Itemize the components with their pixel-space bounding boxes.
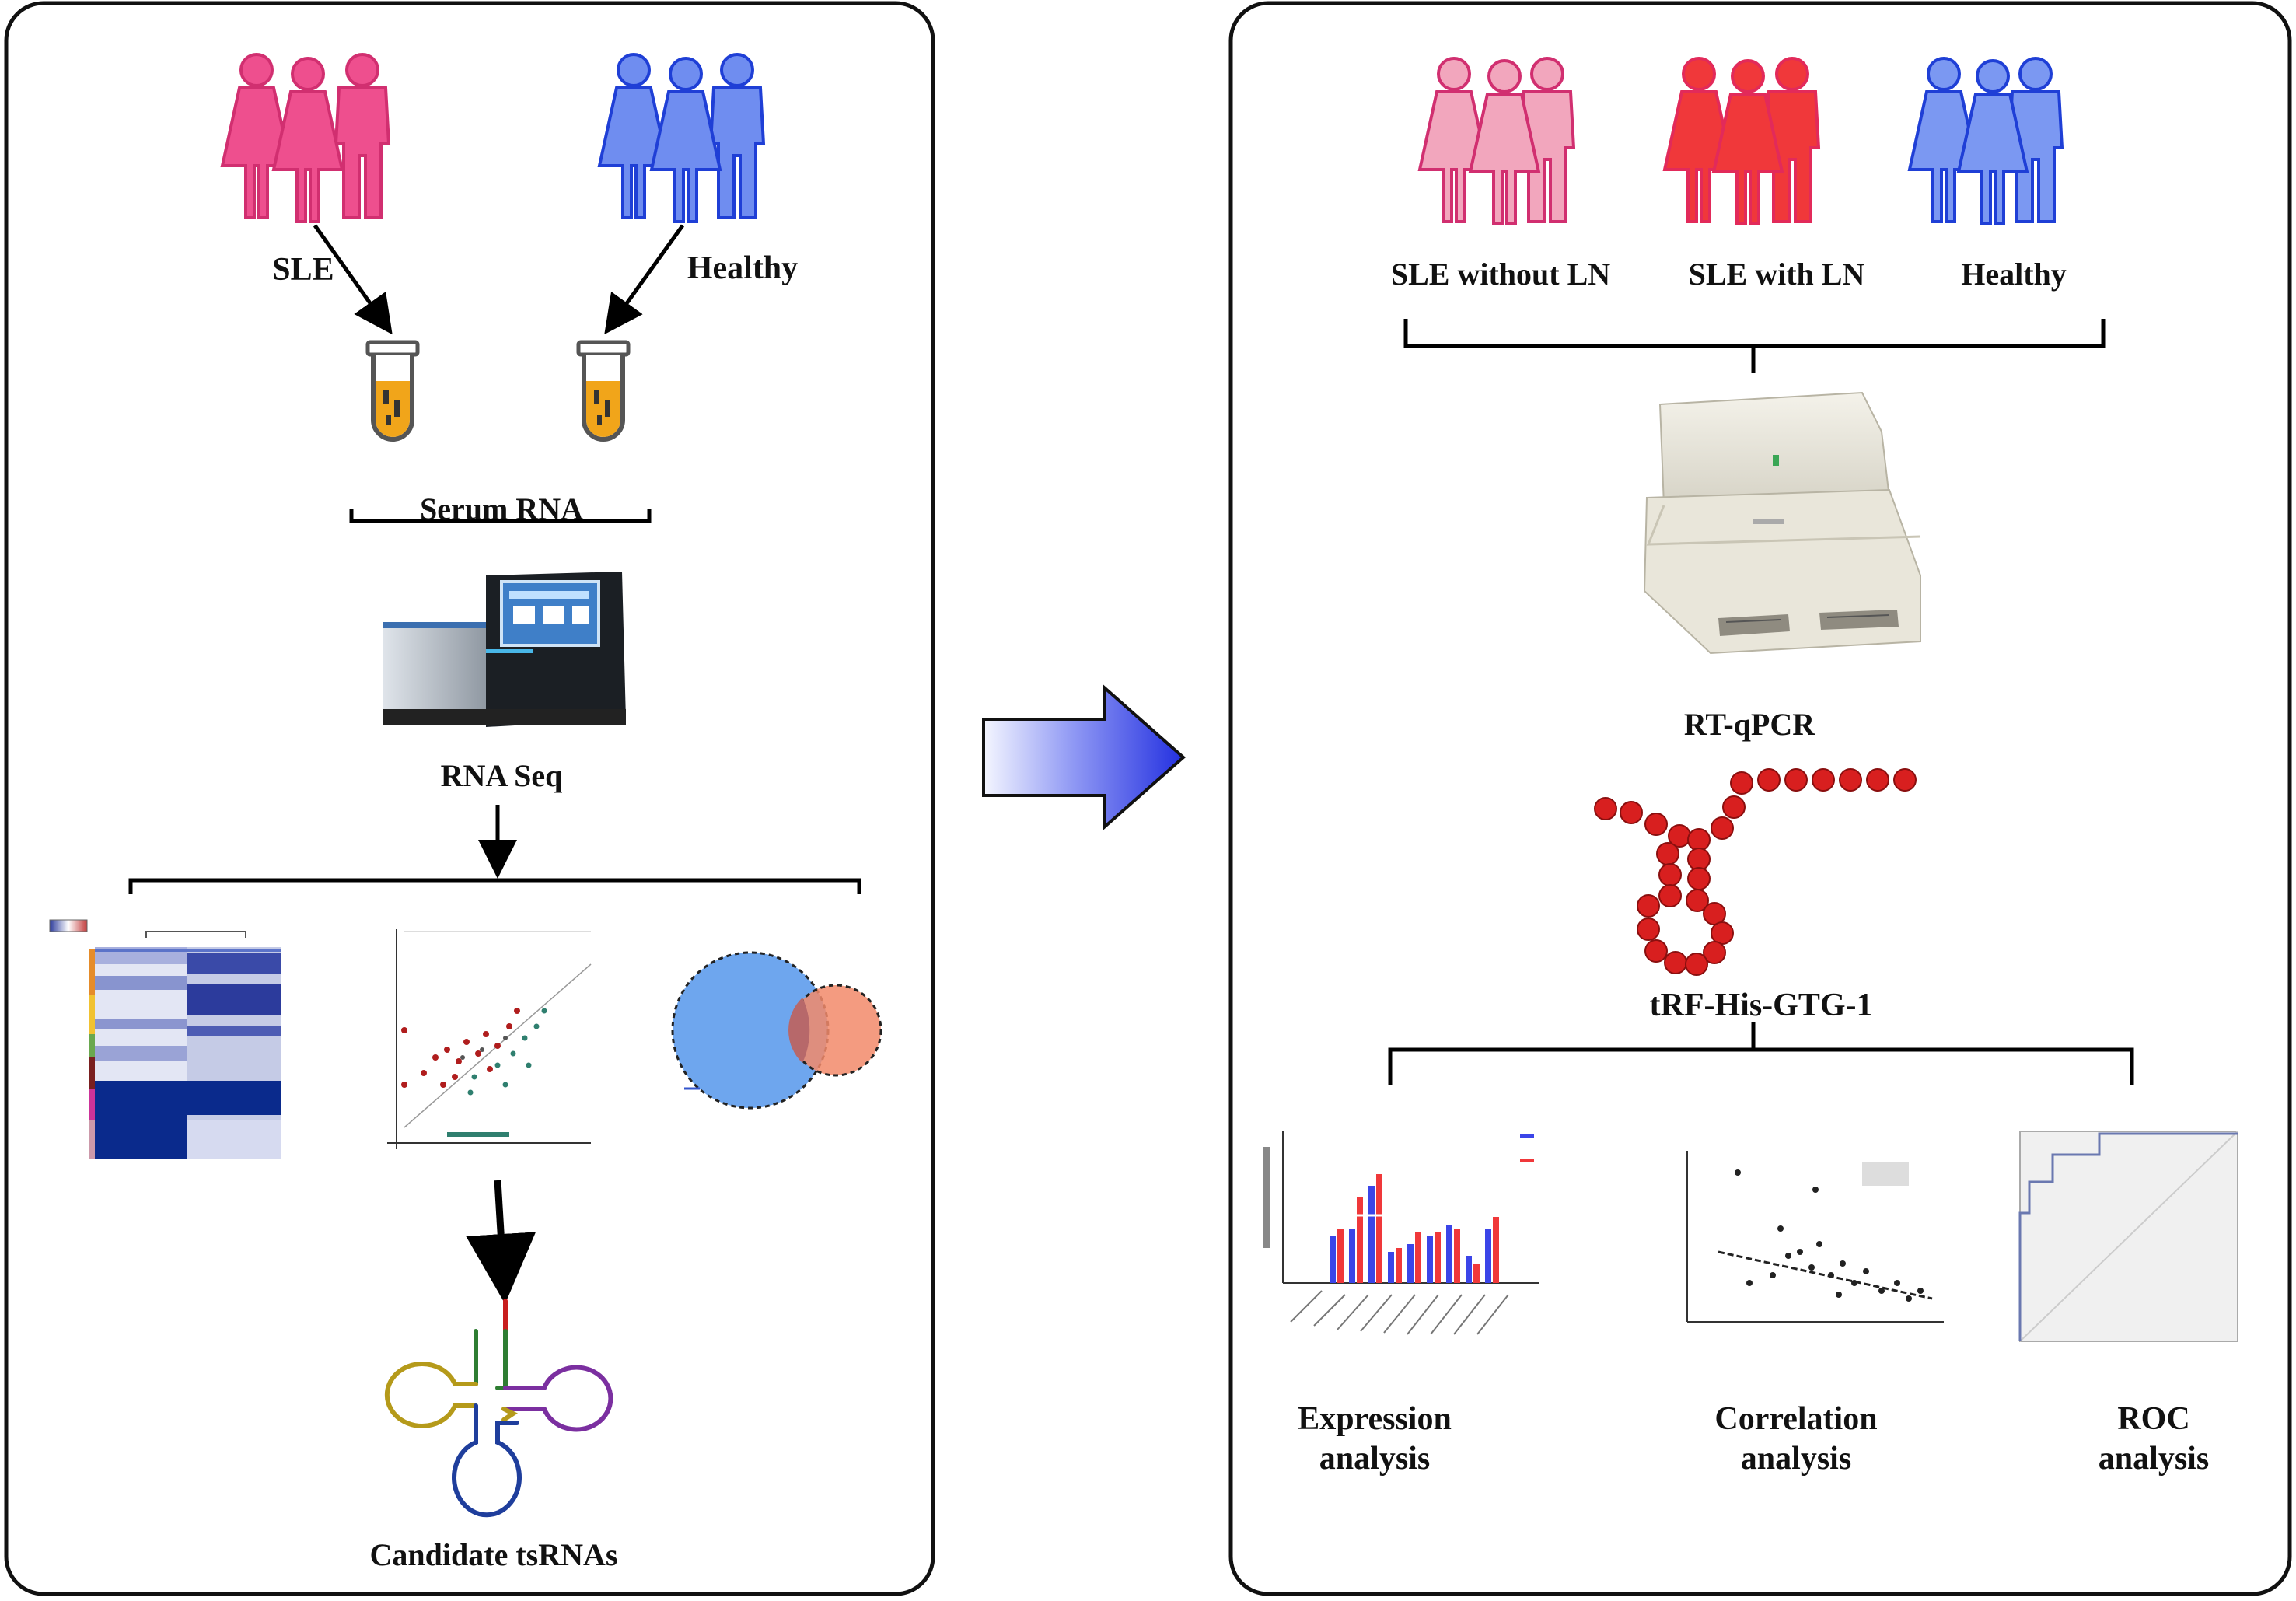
sle-without-ln-people-icon [1418,57,1575,225]
transition-arrow-icon [982,683,1186,831]
rt-qpcr-label: RT-qPCR [1683,707,1815,742]
test-tube-icon [368,342,418,439]
left-panel [4,1,935,1596]
right-panel [1228,1,2292,1596]
expression-label-line1: Expression [1298,1401,1452,1437]
serum-rna-bracket [349,509,652,523]
sequencer-machine-icon [383,572,626,727]
roc-label-line1: ROC [2117,1401,2190,1437]
expression-bar-chart-thumbnail [1263,1131,1539,1335]
sle-with-ln-label: SLE with LN [1688,257,1865,292]
sle-with-ln-people-icon [1663,57,1820,225]
expression-label-line2: analysis [1319,1441,1431,1477]
arrow-to-candidate [466,1180,536,1304]
roc-label-line2: analysis [2098,1441,2210,1477]
heatmap-thumbnail [49,919,281,1159]
qpcr-machine-icon [1643,391,1921,655]
candidate-tsrnas-label: Candidate tsRNAs [369,1537,618,1572]
healthy-group-label: Healthy [687,250,799,286]
roc-analysis-label: ROC analysis [2099,1400,2209,1479]
analyses-bracket [1388,1022,2134,1085]
test-tube-icon [578,342,628,439]
sle-group-label: SLE [272,252,334,288]
scatter-plot-thumbnail [387,929,592,1149]
trf-his-gtg-1-label: tRF-His-GTG-1 [1649,988,1873,1023]
healthy-group-label-right: Healthy [1961,257,2067,292]
tsrna-cloverleaf-icon [384,1299,613,1518]
healthy-people-icon [1908,57,2064,225]
expression-analysis-label: Expression analysis [1298,1400,1452,1479]
trf-bead-structure-icon [1594,768,1917,976]
analysis-bracket [128,878,861,894]
arrow-healthy-to-tube [604,224,685,335]
correlation-label-line2: analysis [1740,1441,1852,1477]
correlation-label-line1: Correlation [1714,1401,1878,1437]
sle-people-icon [221,53,390,223]
sle-without-ln-label: SLE without LN [1390,257,1611,292]
venn-diagram-thumbnail [671,951,882,1110]
roc-curve-thumbnail [2018,1131,2238,1342]
healthy-people-icon [598,53,765,223]
arrow-sle-to-tube [313,224,393,335]
rna-seq-label: RNA Seq [440,758,563,793]
groups-bracket [1403,319,2106,373]
correlation-analysis-label: Correlation analysis [1714,1400,1877,1479]
correlation-scatter-thumbnail [1686,1151,1944,1323]
serum-rna-label: Serum RNA [420,491,583,526]
